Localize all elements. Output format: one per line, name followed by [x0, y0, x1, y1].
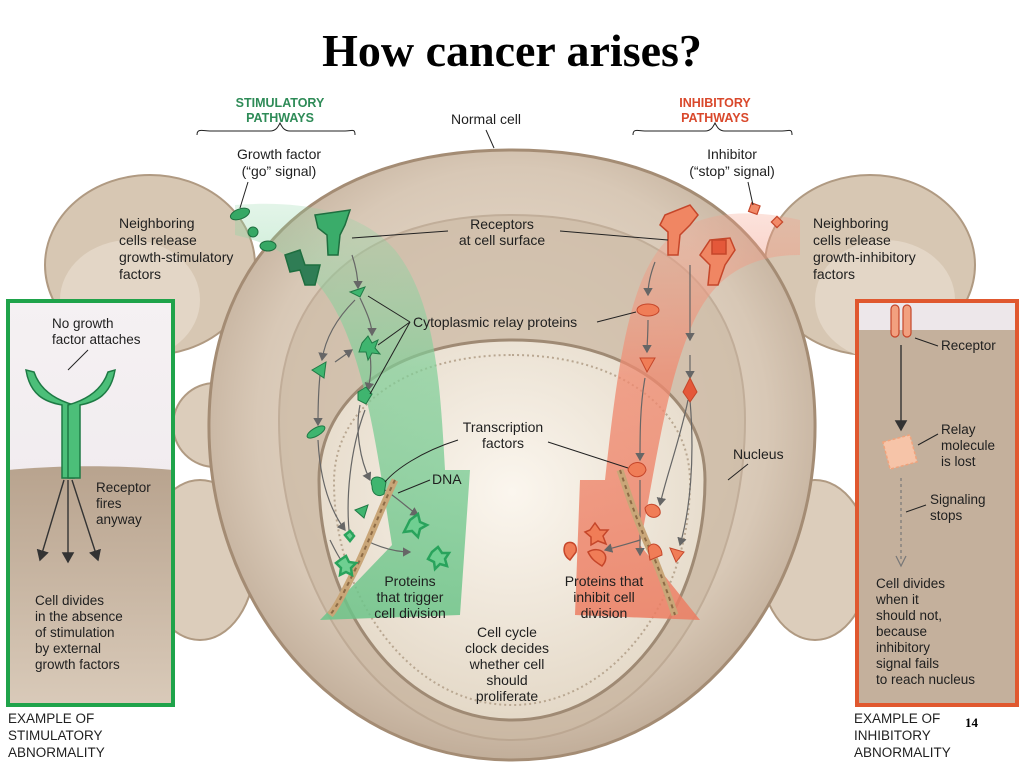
- svg-text:clock decides: clock decides: [465, 640, 549, 656]
- svg-text:inhibitory: inhibitory: [876, 640, 930, 655]
- svg-text:STIMULATORY: STIMULATORY: [8, 728, 103, 743]
- growth-factor-molecules: [229, 207, 277, 252]
- growth-factor-label-1: Growth factor: [237, 146, 321, 162]
- transcription-factor-green: [354, 476, 387, 519]
- svg-text:molecule: molecule: [941, 438, 995, 453]
- receptor-icon: [890, 304, 912, 338]
- svg-text:at cell surface: at cell surface: [459, 232, 546, 248]
- slide-title: How cancer arises?: [322, 25, 702, 76]
- svg-text:Relay: Relay: [941, 422, 976, 437]
- svg-text:factors: factors: [482, 435, 524, 451]
- svg-text:that trigger: that trigger: [377, 589, 444, 605]
- svg-text:in the absence: in the absence: [35, 609, 123, 624]
- svg-text:Receptor: Receptor: [96, 480, 151, 495]
- inhibitory-header: INHIBITORY PATHWAYS: [632, 96, 793, 136]
- proteins-trigger-label: Proteins that trigger cell division: [374, 573, 446, 621]
- relay-proteins-red: [636, 303, 698, 403]
- svg-text:factor attaches: factor attaches: [52, 332, 141, 347]
- cell-cycle-clock-label: Cell cycle clock decides whether cell sh…: [465, 624, 549, 704]
- relay-proteins-green: [306, 286, 382, 439]
- svg-text:Receptor: Receptor: [941, 338, 996, 353]
- growth-factor-label-2: (“go” signal): [242, 163, 317, 179]
- svg-text:STIMULATORY: STIMULATORY: [236, 96, 325, 110]
- dna-strand-right: [616, 468, 679, 617]
- svg-text:cells release: cells release: [119, 232, 197, 248]
- svg-text:proliferate: proliferate: [476, 688, 538, 704]
- svg-text:growth-stimulatory: growth-stimulatory: [119, 249, 233, 265]
- svg-text:Neighboring: Neighboring: [813, 215, 889, 231]
- svg-text:ABNORMALITY: ABNORMALITY: [854, 745, 951, 760]
- svg-text:when it: when it: [875, 592, 919, 607]
- svg-text:of stimulation: of stimulation: [35, 625, 115, 640]
- svg-text:inhibit cell: inhibit cell: [573, 589, 634, 605]
- svg-text:to reach nucleus: to reach nucleus: [876, 672, 975, 687]
- inhibitory-abnormality-panel: Receptor Relay molecule is lost Signalin…: [855, 299, 1019, 707]
- svg-text:cells release: cells release: [813, 232, 891, 248]
- svg-text:INHIBITORY: INHIBITORY: [854, 728, 931, 743]
- svg-text:cell division: cell division: [374, 605, 446, 621]
- inhibitor-label-1: Inhibitor: [707, 146, 757, 162]
- svg-text:ABNORMALITY: ABNORMALITY: [8, 745, 105, 760]
- receptors-label: Receptors at cell surface: [351, 216, 669, 248]
- inhibitor-molecules: [747, 202, 784, 229]
- page-number: 14: [965, 715, 979, 730]
- svg-text:Receptors: Receptors: [470, 216, 534, 232]
- stimulatory-abnormality-panel: No growth factor attaches Receptor fires…: [6, 299, 175, 707]
- svg-text:should: should: [486, 672, 527, 688]
- svg-text:EXAMPLE OF: EXAMPLE OF: [8, 711, 94, 726]
- lost-relay-molecule: [881, 433, 919, 471]
- inhibitory-receptors: [659, 204, 736, 286]
- division-proteins-green: [334, 511, 452, 578]
- svg-text:factors: factors: [119, 266, 161, 282]
- inhibitory-pathway-arrow: [575, 213, 800, 620]
- svg-text:Cell divides: Cell divides: [876, 576, 945, 591]
- neighbor-inhib-label: Neighboring cells release growth-inhibit…: [813, 215, 916, 282]
- transcription-factor-red: [627, 462, 685, 563]
- svg-text:Cytoplasmic relay proteins: Cytoplasmic relay proteins: [413, 314, 577, 330]
- svg-text:Neighboring: Neighboring: [119, 215, 195, 231]
- svg-text:growth factors: growth factors: [35, 657, 120, 672]
- stimulatory-caption: EXAMPLE OF STIMULATORY ABNORMALITY: [8, 711, 105, 760]
- svg-text:whether cell: whether cell: [469, 656, 545, 672]
- svg-text:factors: factors: [813, 266, 855, 282]
- svg-text:Cell cycle: Cell cycle: [477, 624, 537, 640]
- svg-text:by external: by external: [35, 641, 101, 656]
- svg-text:anyway: anyway: [96, 512, 142, 527]
- nucleus-label: Nucleus: [733, 446, 784, 462]
- svg-text:signal fails: signal fails: [876, 656, 939, 671]
- inhibitory-caption: EXAMPLE OF INHIBITORY ABNORMALITY: [854, 711, 951, 760]
- svg-text:growth-inhibitory: growth-inhibitory: [813, 249, 916, 265]
- svg-text:PATHWAYS: PATHWAYS: [246, 111, 314, 125]
- transcription-label: Transcription factors: [384, 419, 629, 483]
- svg-text:fires: fires: [96, 496, 122, 511]
- svg-text:Proteins that: Proteins that: [565, 573, 644, 589]
- proteins-inhibit-label: Proteins that inhibit cell division: [565, 573, 644, 621]
- svg-text:stops: stops: [930, 508, 963, 523]
- neighbor-stim-label: Neighboring cells release growth-stimula…: [119, 215, 233, 282]
- stimulatory-header: STIMULATORY PATHWAYS: [196, 96, 356, 136]
- svg-text:Transcription: Transcription: [463, 419, 543, 435]
- relay-label: Cytoplasmic relay proteins: [367, 295, 637, 395]
- dna-strand-left: [327, 478, 399, 618]
- svg-text:EXAMPLE OF: EXAMPLE OF: [854, 711, 940, 726]
- svg-text:Signaling: Signaling: [930, 492, 986, 507]
- svg-text:PATHWAYS: PATHWAYS: [681, 111, 749, 125]
- stimulatory-pathway-arrow: [235, 203, 470, 620]
- svg-text:Proteins: Proteins: [384, 573, 435, 589]
- svg-text:No growth: No growth: [52, 316, 114, 331]
- inhibitor-label-2: (“stop” signal): [689, 163, 775, 179]
- svg-text:INHIBITORY: INHIBITORY: [679, 96, 751, 110]
- svg-text:division: division: [581, 605, 628, 621]
- svg-text:Cell divides: Cell divides: [35, 593, 104, 608]
- svg-text:because: because: [876, 624, 927, 639]
- stimulatory-receptors: [284, 209, 352, 286]
- svg-text:is lost: is lost: [941, 454, 976, 469]
- svg-text:should not,: should not,: [876, 608, 942, 623]
- mutant-receptor: [25, 368, 116, 479]
- dna-label: DNA: [432, 471, 462, 487]
- normal-cell-label: Normal cell: [451, 111, 521, 127]
- inhibit-proteins-red: [563, 521, 610, 567]
